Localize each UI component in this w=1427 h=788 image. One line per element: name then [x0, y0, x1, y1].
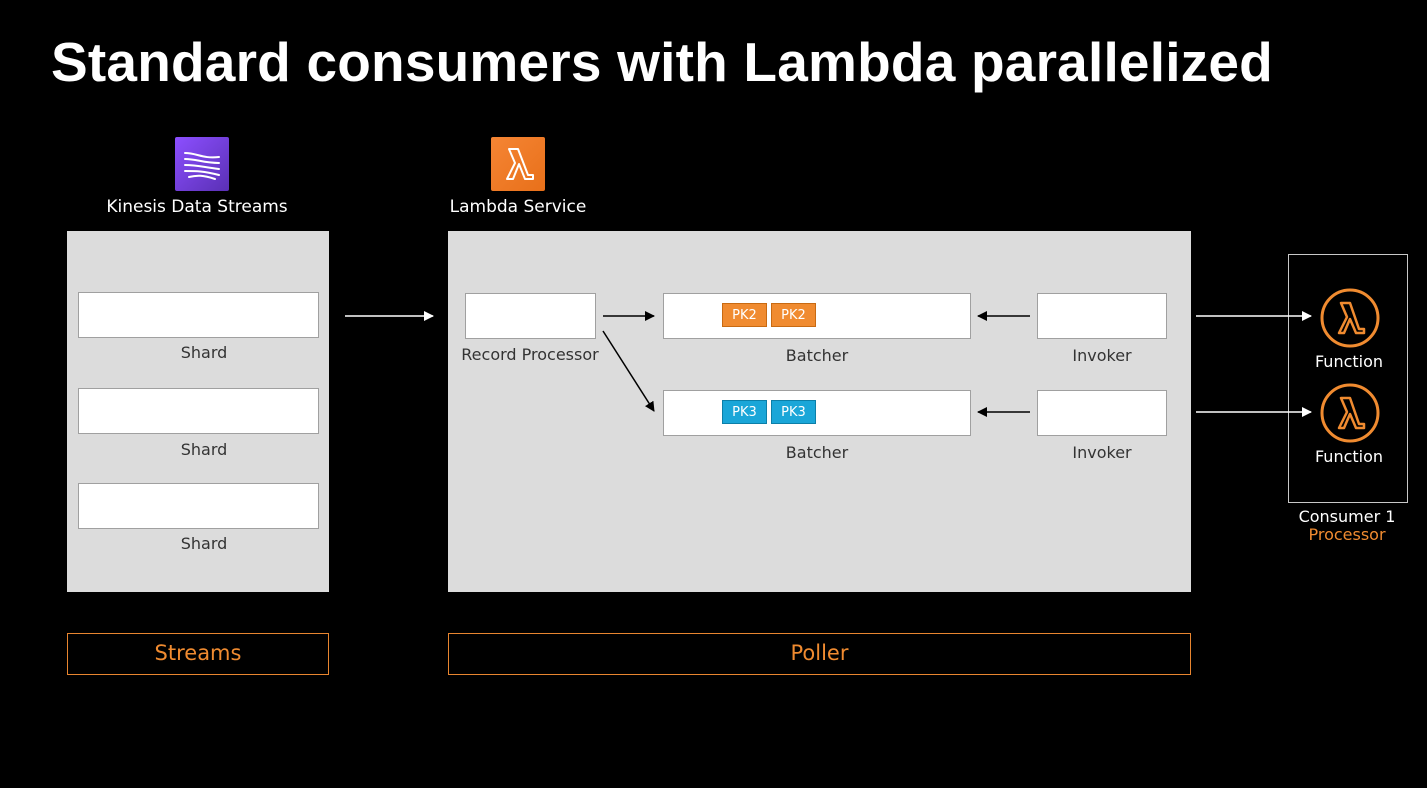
function-label: Function: [1314, 447, 1384, 466]
shard-box: [78, 483, 319, 529]
record-processor-label: Record Processor: [461, 345, 599, 364]
lambda-function-icon: [1319, 287, 1381, 353]
lambda-service-label: Lambda Service: [449, 197, 587, 217]
invoker-label: Invoker: [1072, 346, 1132, 365]
consumer-sublabel: Processor: [1308, 525, 1386, 544]
kinesis-data-streams-icon: [175, 137, 229, 191]
invoker-label: Invoker: [1072, 443, 1132, 462]
poller-footer: Poller: [448, 633, 1191, 675]
consumer-label: Consumer 1: [1298, 507, 1396, 526]
record-processor-box: [465, 293, 596, 339]
arrow-processor-to-batcher-2: [602, 330, 655, 412]
record-pk3: PK3: [771, 400, 816, 424]
shard-label: Shard: [180, 343, 228, 362]
batcher-box: [663, 390, 971, 436]
shard-box: [78, 388, 319, 434]
shard-box: [78, 292, 319, 338]
consumer-box: [1288, 254, 1408, 503]
invoker-box: [1037, 293, 1167, 339]
record-pk2: PK2: [771, 303, 816, 327]
lambda-function-icon: [1319, 382, 1381, 448]
shard-label: Shard: [180, 440, 228, 459]
batcher-label: Batcher: [785, 346, 849, 365]
page-title: Standard consumers with Lambda paralleli…: [51, 31, 1273, 93]
record-pk2: PK2: [722, 303, 767, 327]
function-label: Function: [1314, 352, 1384, 371]
batcher-box: [663, 293, 971, 339]
shard-label: Shard: [180, 534, 228, 553]
record-pk3: PK3: [722, 400, 767, 424]
invoker-box: [1037, 390, 1167, 436]
batcher-label: Batcher: [785, 443, 849, 462]
streams-footer: Streams: [67, 633, 329, 675]
kinesis-label: Kinesis Data Streams: [106, 197, 288, 217]
lambda-service-icon: [491, 137, 545, 191]
